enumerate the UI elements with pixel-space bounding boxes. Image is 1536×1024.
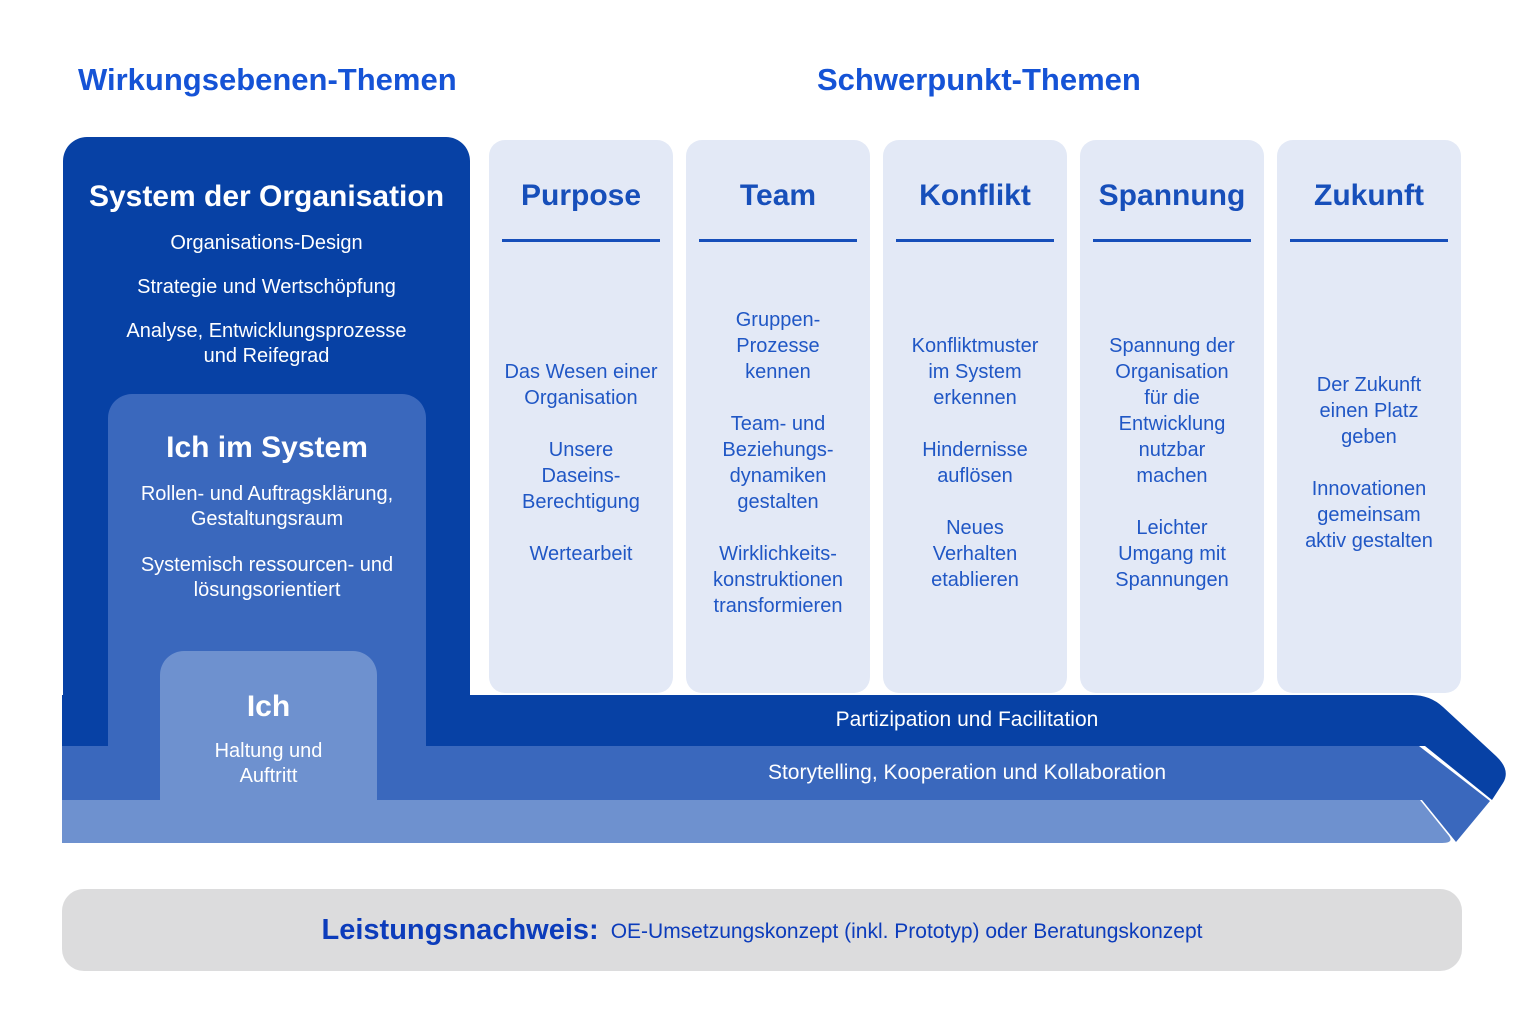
band-label-storytelling: Storytelling, Kooperation und Kollaborat… — [767, 760, 1167, 784]
footer-text: OE-Umsetzungskonzept (inkl. Prototyp) od… — [610, 920, 1203, 943]
band-label-partizipation: Partizipation und Facilitation — [835, 708, 1099, 731]
column-item: Spannung der Organisation für die Entwic… — [1109, 334, 1235, 487]
band-shape-storyline-2 — [62, 746, 1490, 842]
ich-im-system-box-title: Ich im System — [166, 431, 368, 464]
column-underline — [1290, 239, 1448, 242]
column-item: Konfliktmuster im System erkennen — [911, 334, 1039, 409]
column-item: Wirklichkeits- konstruktionen transformi… — [712, 542, 844, 617]
column-item: Neues Verhalten etablieren — [931, 516, 1019, 591]
column-purpose: Purpose Das Wesen einer Organisation Uns… — [489, 140, 673, 693]
column-title: Team — [739, 179, 817, 212]
column-item: Leichter Umgang mit Spannungen — [1115, 516, 1229, 591]
column-underline — [896, 239, 1054, 242]
column-item: Innovationen gemeinsam aktiv gestalten — [1305, 477, 1433, 552]
leistungsnachweis-bar: Leistungsnachweis: OE-Umsetzungskonzept … — [62, 889, 1462, 971]
column-items: Spannung der Organisation für die Entwic… — [1109, 242, 1235, 693]
column-title: Konflikt — [919, 179, 1031, 212]
column-item: Wertearbeit — [529, 542, 633, 565]
column-spannung: Spannung Spannung der Organisation für d… — [1080, 140, 1264, 693]
footer-label: Leistungsnachweis: — [321, 913, 599, 946]
column-items: Konfliktmuster im System erkennen Hinder… — [912, 242, 1039, 693]
column-item: Das Wesen einer Organisation — [504, 360, 658, 409]
column-item: Hindernisse auflösen — [922, 438, 1028, 487]
column-zukunft: Zukunft Der Zukunft einen Platz geben In… — [1277, 140, 1461, 693]
column-title: Spannung — [1098, 179, 1246, 212]
column-team: Team Gruppen- Prozesse kennen Team- und … — [686, 140, 870, 693]
ich-im-system-box-item: Systemisch ressourcen- und lösungsorient… — [140, 554, 394, 601]
column-konflikt: Konflikt Konfliktmuster im System erkenn… — [883, 140, 1067, 693]
column-items: Der Zukunft einen Platz geben Innovation… — [1305, 242, 1433, 693]
band-shape-storyline-3 — [62, 800, 1451, 843]
right-section-header: Schwerpunkt-Themen — [817, 62, 1141, 97]
column-items: Das Wesen einer Organisation Unsere Dase… — [504, 242, 657, 693]
column-item: Gruppen- Prozesse kennen — [735, 308, 821, 383]
ich-im-system-box-item: Rollen- und Auftragsklärung, Gestaltungs… — [140, 483, 394, 530]
column-items: Gruppen- Prozesse kennen Team- und Bezie… — [713, 242, 843, 693]
system-box-title: System der Organisation — [88, 180, 445, 213]
system-box-item: Analyse, Entwicklungsprozesse und Reifeg… — [126, 320, 407, 367]
level-box-ich: Ich Haltung und Auftritt — [160, 651, 377, 802]
column-title: Purpose — [520, 179, 642, 212]
column-title: Zukunft — [1314, 179, 1424, 212]
system-box-item: Organisations-Design — [170, 232, 363, 254]
column-underline — [1093, 239, 1251, 242]
ich-im-system-box-items: Rollen- und Auftragsklärung, Gestaltungs… — [108, 482, 426, 603]
column-item: Team- und Beziehungs- dynamiken gestalte… — [722, 412, 834, 513]
system-box-item: Strategie und Wertschöpfung — [137, 276, 396, 298]
left-section-header: Wirkungsebenen-Themen — [78, 62, 457, 97]
column-item: Der Zukunft einen Platz geben — [1316, 373, 1422, 448]
ich-box-item: Haltung und Auftritt — [214, 740, 323, 787]
ich-box-items: Haltung und Auftritt — [160, 739, 377, 789]
column-item: Unsere Daseins- Berechtigung — [522, 438, 640, 513]
column-underline — [699, 239, 857, 242]
column-underline — [502, 239, 660, 242]
ich-box-title: Ich — [246, 690, 291, 723]
system-box-items: Organisations-Design Strategie und Werts… — [63, 231, 470, 369]
schwerpunkt-columns: Purpose Das Wesen einer Organisation Uns… — [489, 140, 1461, 693]
